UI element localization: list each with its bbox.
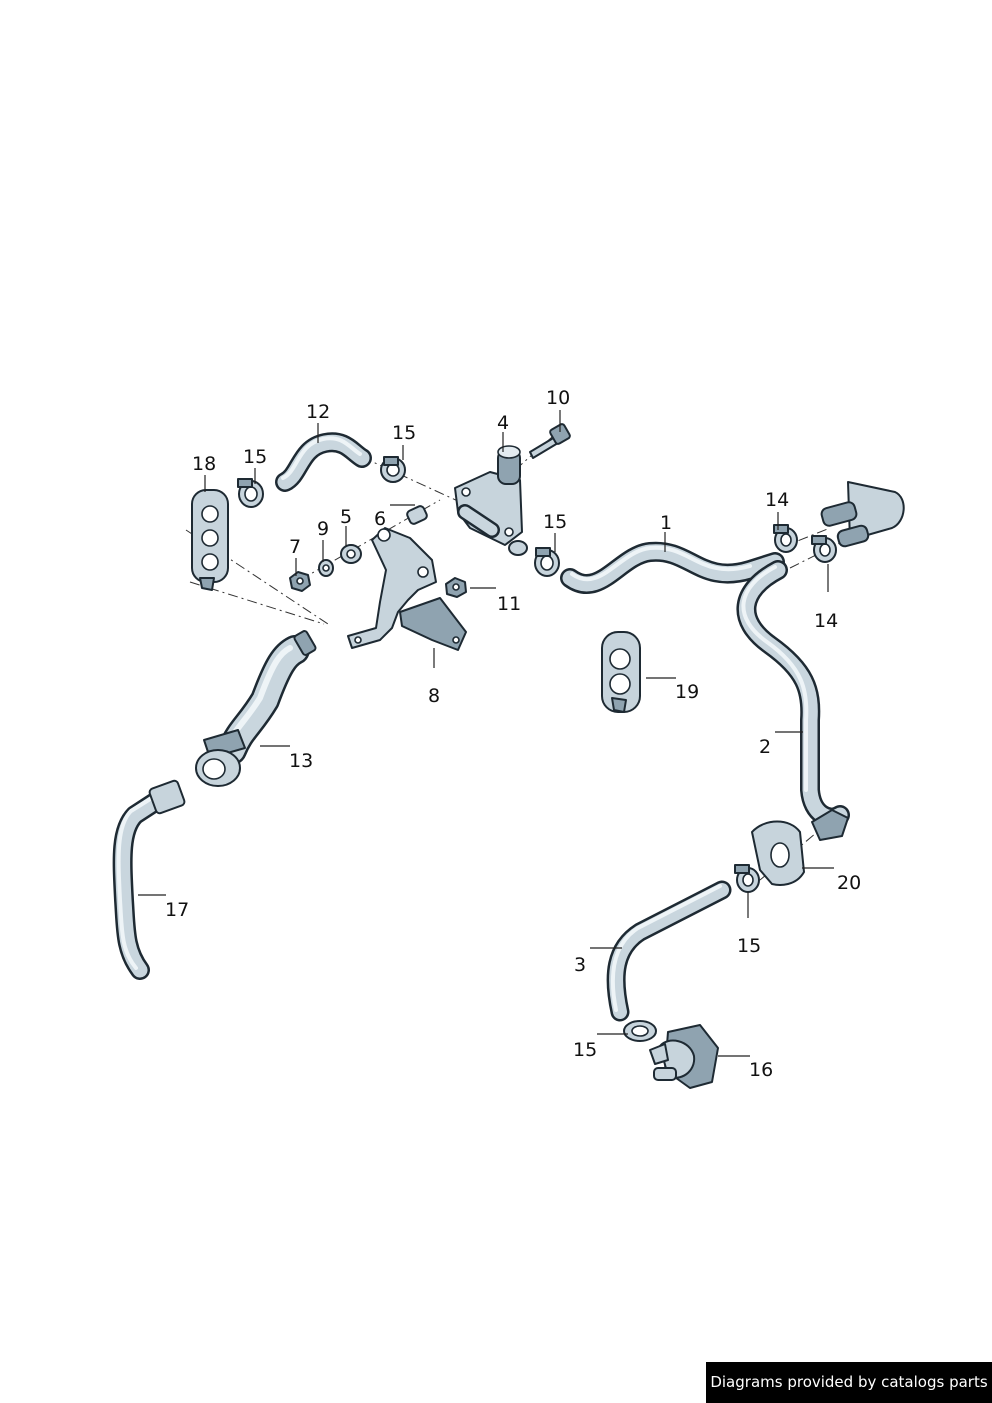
callout-labels: 1 2 3 4 5 6 7 8 9 10 11 12 13 14 14 15 1… — [165, 387, 861, 1081]
hose-12 — [275, 432, 372, 492]
callout-1: 1 — [660, 512, 672, 534]
clamp-15-d — [734, 864, 760, 893]
hose-13 — [195, 630, 317, 787]
credit-banner: Diagrams provided by catalogs parts — [706, 1362, 992, 1403]
callout-14-b: 14 — [814, 610, 838, 632]
callout-5: 5 — [340, 506, 352, 528]
callout-3: 3 — [574, 954, 586, 976]
callout-19: 19 — [675, 681, 699, 703]
pump-16 — [649, 1024, 719, 1089]
connector-pair — [820, 481, 905, 548]
hose-3 — [606, 880, 732, 1022]
callout-2: 2 — [759, 736, 771, 758]
gasket-20 — [751, 809, 849, 886]
callout-9: 9 — [317, 518, 329, 540]
callout-15-d: 15 — [737, 935, 761, 957]
hose-2 — [736, 560, 850, 828]
callout-15-b: 15 — [392, 422, 416, 444]
callout-17: 17 — [165, 899, 189, 921]
clamp-15-a — [237, 478, 264, 508]
clamp-14-b — [811, 535, 837, 563]
callout-7: 7 — [289, 536, 301, 558]
valve-4 — [454, 445, 528, 556]
callout-10: 10 — [546, 387, 570, 409]
callout-14-a: 14 — [765, 489, 789, 511]
callout-20: 20 — [837, 872, 861, 894]
callout-12: 12 — [306, 401, 330, 423]
grommet-18 — [191, 489, 229, 591]
nut-7 — [289, 571, 311, 592]
nut-11 — [445, 577, 467, 598]
callout-15-e: 15 — [573, 1039, 597, 1061]
grommet-5 — [340, 544, 362, 564]
bracket-8 — [347, 527, 467, 651]
hose-1 — [560, 541, 785, 594]
clamp-14-a — [773, 524, 798, 553]
hose-17 — [112, 779, 186, 980]
clamp-15-b — [380, 456, 406, 483]
washer-9 — [318, 559, 334, 577]
callout-8: 8 — [428, 685, 440, 707]
bolt-10 — [529, 423, 571, 459]
callout-11: 11 — [497, 593, 521, 615]
callout-15-a: 15 — [243, 446, 267, 468]
callout-15-c: 15 — [543, 511, 567, 533]
clamps — [237, 456, 837, 1042]
clamp-15-c — [534, 547, 560, 577]
callout-6: 6 — [374, 508, 386, 530]
callout-16: 16 — [749, 1059, 773, 1081]
grommet-19 — [601, 631, 641, 713]
leader-lines — [138, 410, 834, 1057]
clamp-15-e — [623, 1020, 657, 1042]
callout-18: 18 — [192, 453, 216, 475]
sleeve-6 — [406, 505, 428, 525]
callout-13: 13 — [289, 750, 313, 772]
callout-4: 4 — [497, 412, 509, 434]
